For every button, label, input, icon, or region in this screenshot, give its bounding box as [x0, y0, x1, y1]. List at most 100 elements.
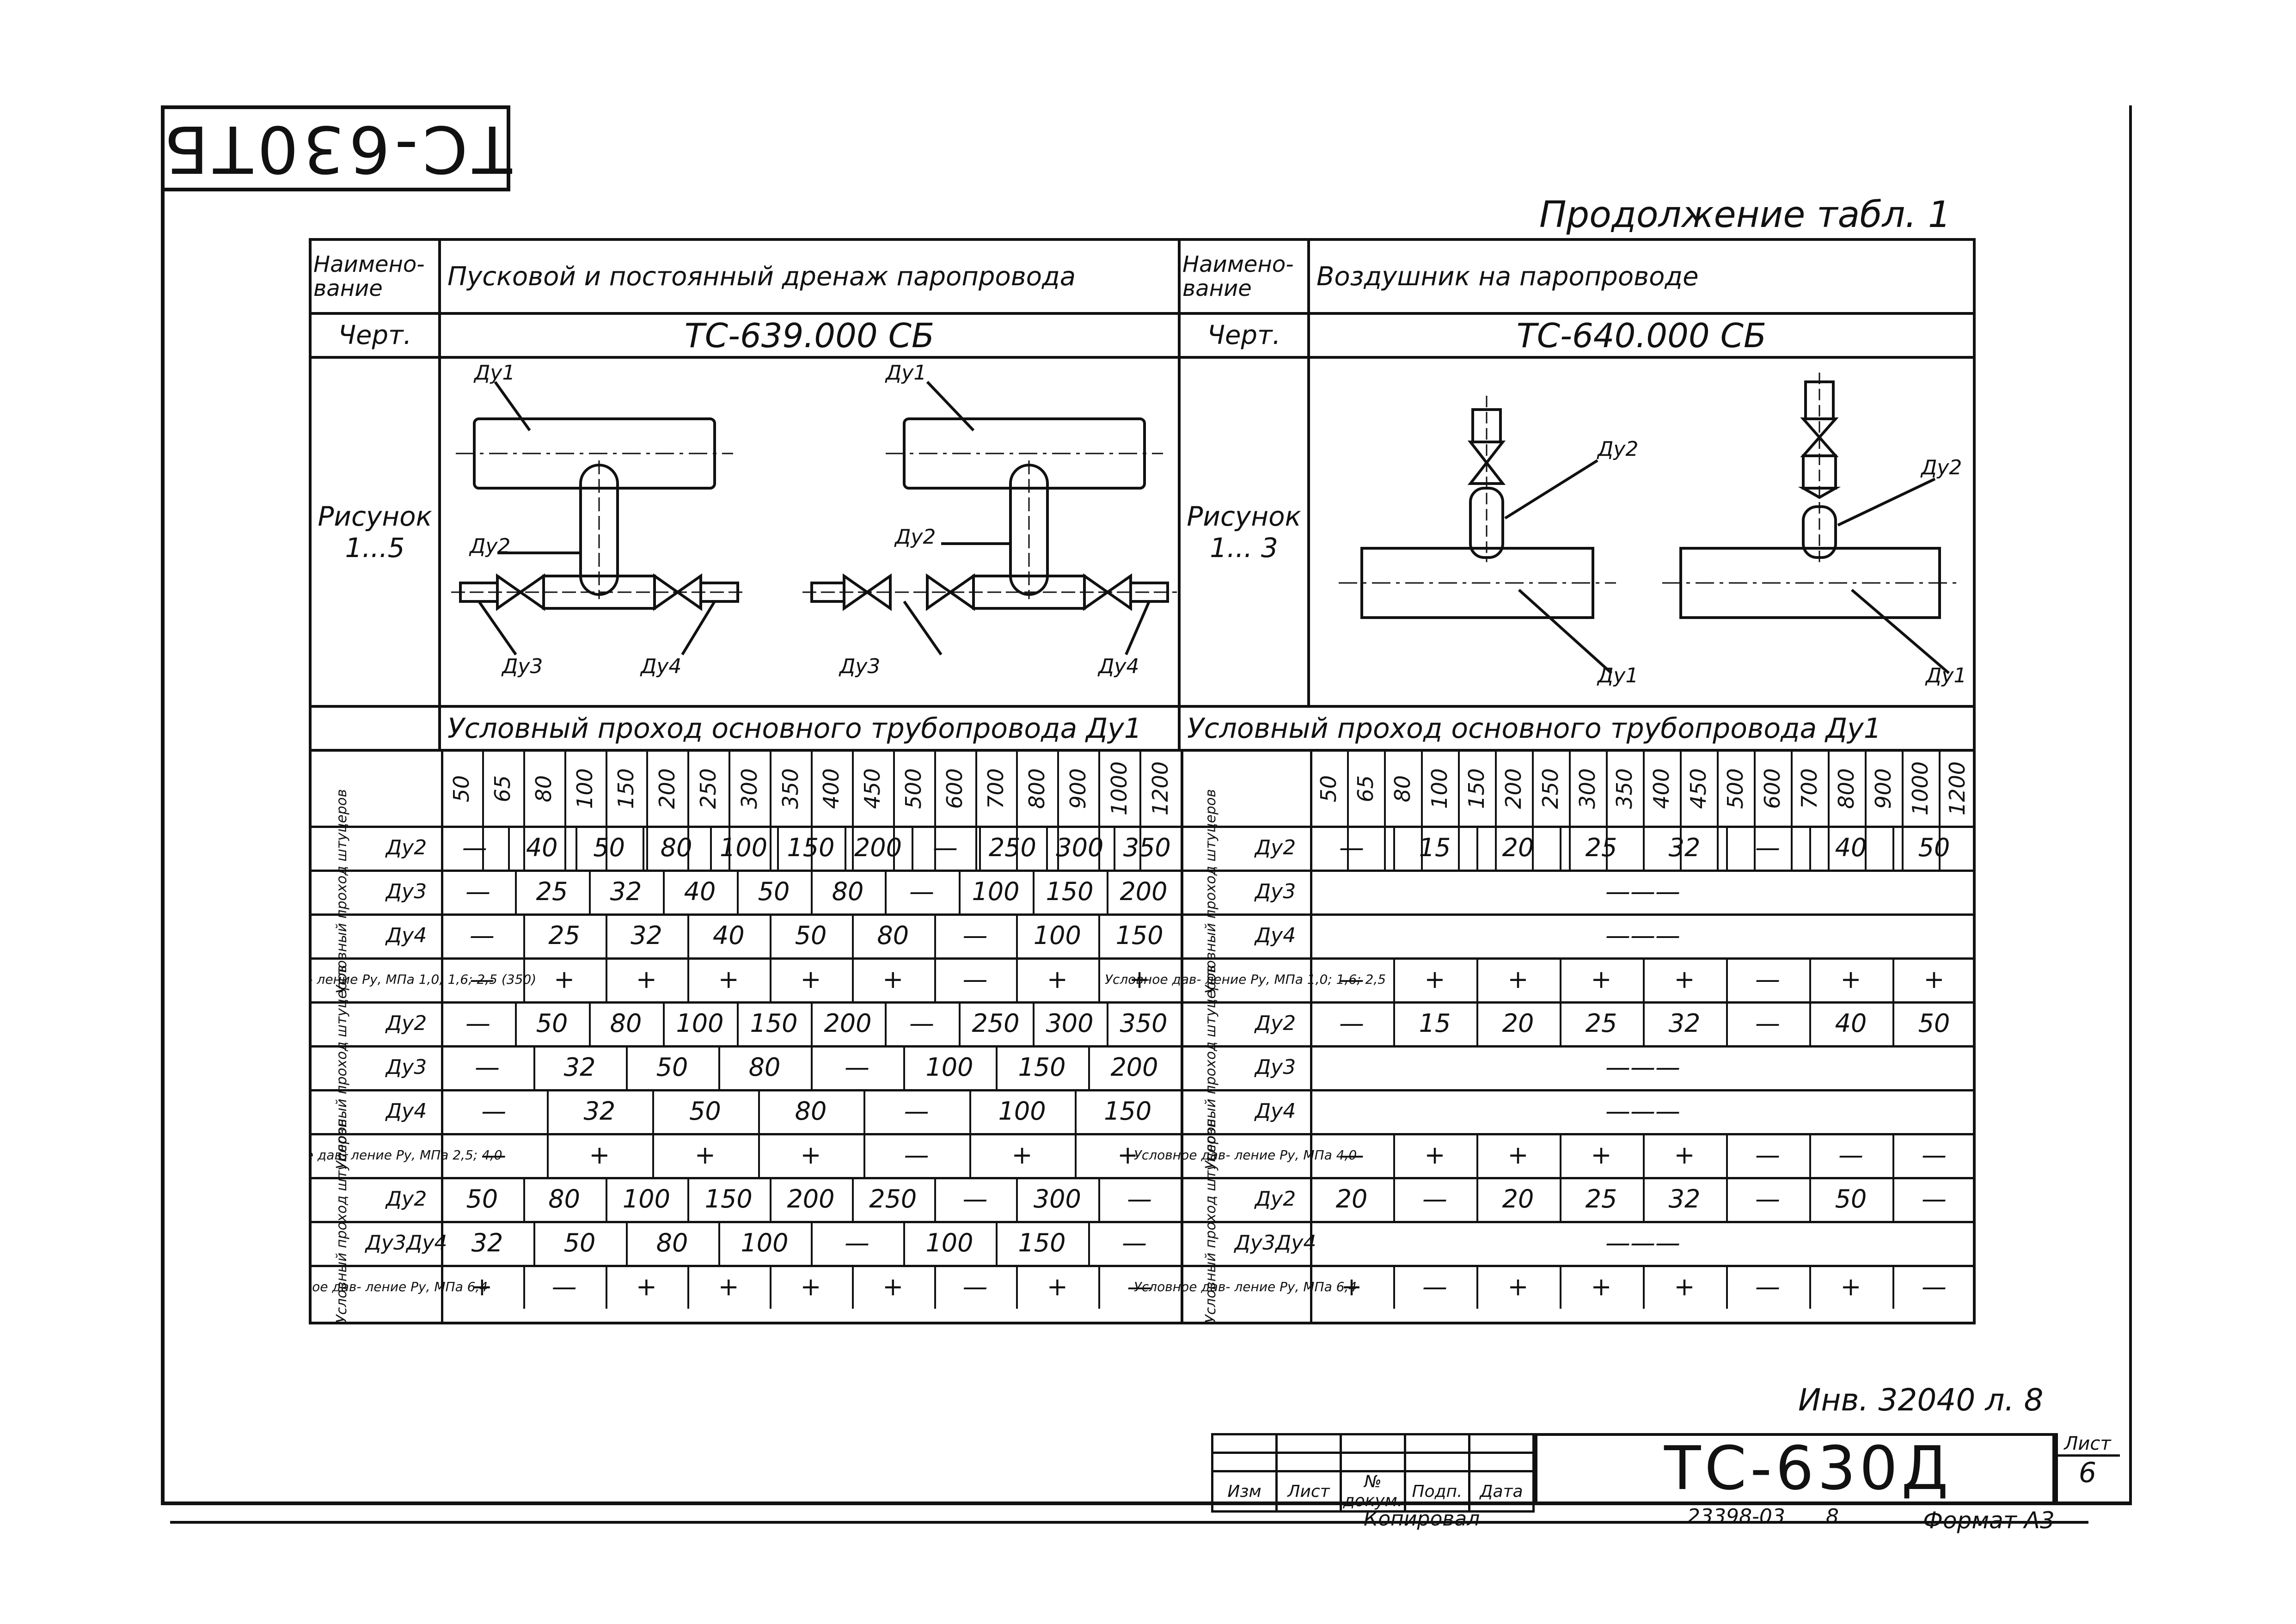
- value-divider: [811, 1001, 813, 1045]
- value-cell: 100: [972, 877, 1020, 906]
- value-divider: [546, 1133, 549, 1177]
- value-divider: [1643, 1133, 1645, 1177]
- value-cell: +: [1507, 965, 1529, 994]
- diameter-tick: [851, 753, 854, 870]
- diameter-right: 200: [1495, 753, 1532, 826]
- value-cell: +: [718, 1272, 739, 1301]
- value-divider: [770, 913, 772, 957]
- row-label-left: Ду4: [386, 924, 427, 947]
- row-label-right: Ду3: [1255, 1055, 1296, 1079]
- diameter-tick: [975, 753, 977, 870]
- diameter-right: 250: [1532, 753, 1569, 826]
- value-divider: [687, 1265, 690, 1309]
- value-divider: [851, 1265, 854, 1309]
- row-divider: [313, 1045, 1971, 1048]
- group-label: Условный проход штуцеров: [333, 789, 350, 994]
- diameter-tick: [1310, 753, 1312, 870]
- value-divider: [1892, 1177, 1894, 1221]
- value-cell: —: [1755, 833, 1780, 862]
- value-cell: —: [962, 965, 988, 994]
- svg-text:Ду2: Ду2: [469, 534, 510, 558]
- row-label-left: Условное дав- ление Ру, МПа 6,4: [312, 1279, 488, 1294]
- value-divider: [959, 1001, 961, 1045]
- value-divider: [863, 1133, 866, 1177]
- value-divider: [533, 1221, 535, 1265]
- value-cell: 150: [704, 1184, 753, 1213]
- diameter-right: 800: [1828, 753, 1865, 826]
- title-block-box: [1535, 1433, 2058, 1505]
- diameter-right: 400: [1643, 753, 1680, 826]
- picture-label-left: Рисунок 1...5: [309, 356, 441, 708]
- diameter-tick: [1902, 753, 1904, 870]
- diameter-left: 900: [1057, 753, 1098, 826]
- value-cell: —: [845, 1053, 869, 1082]
- value-divider: [1113, 826, 1115, 870]
- value-cell: 80: [877, 921, 909, 950]
- value-divider: [996, 1045, 998, 1089]
- value-cell: 32: [1668, 1184, 1701, 1213]
- value-divider: [851, 957, 854, 1001]
- value-cell: —: [465, 1009, 490, 1038]
- value-divider: [1098, 913, 1101, 957]
- diameter-left: 250: [687, 753, 729, 826]
- diameter-tick: [687, 753, 690, 870]
- inventory-note: Инв. 32040 л. 8: [1798, 1382, 2044, 1418]
- row-divider: [313, 1265, 1971, 1267]
- value-cell: 25: [1585, 1184, 1617, 1213]
- value-cell: +: [1591, 965, 1612, 994]
- value-cell: 200: [824, 1009, 872, 1038]
- value-cell: —: [1755, 965, 1780, 994]
- value-divider: [1393, 1133, 1395, 1177]
- row-label-left: Ду3: [386, 1055, 427, 1079]
- diameter-left: 100: [564, 753, 606, 826]
- value-divider: [605, 913, 607, 957]
- row-label-right: Условное дав- ление Ру, МПа 4,0: [1133, 1147, 1357, 1163]
- diameter-label: 400: [819, 768, 844, 809]
- value-divider: [626, 1045, 628, 1089]
- diameter-label: 700: [1797, 768, 1822, 809]
- diameter-left: 150: [606, 753, 647, 826]
- value-cell: 350: [1123, 833, 1171, 862]
- value-cell: —: [1755, 1272, 1780, 1301]
- diameter-label: 800: [1834, 768, 1859, 809]
- diameter-label: 80: [1390, 775, 1415, 803]
- value-cell: +: [471, 1272, 493, 1301]
- value-divider: [1809, 1133, 1811, 1177]
- value-cell: —: [932, 833, 958, 862]
- row-label-right: Ду2: [1255, 1187, 1296, 1211]
- value-divider: [1560, 957, 1561, 1001]
- value-divider: [1107, 870, 1108, 913]
- value-divider: [652, 1089, 655, 1133]
- value-dash: ———: [1605, 921, 1680, 950]
- value-divider: [1088, 1221, 1090, 1265]
- value-cell: —: [1339, 1009, 1364, 1038]
- value-cell: +: [1424, 965, 1445, 994]
- value-cell: —: [1922, 1184, 1947, 1213]
- value-divider: [979, 826, 981, 870]
- value-cell: +: [1424, 1140, 1445, 1170]
- value-cell: 300: [1033, 1184, 1081, 1213]
- tb-col-izm: Изм: [1211, 1470, 1278, 1513]
- value-cell: 50: [1835, 1184, 1867, 1213]
- fittings-group-label: Условный проход штуцеров: [1181, 1119, 1241, 1320]
- value-cell: —: [904, 1097, 929, 1126]
- value-cell: 50: [536, 1009, 568, 1038]
- value-cell: +: [1840, 1272, 1861, 1301]
- bottom-line: [170, 1521, 2088, 1524]
- diameter-label: 250: [695, 768, 721, 809]
- value-cell: +: [800, 1272, 821, 1301]
- left-drawing-cell: Ду1 Ду2 Ду3 Ду4 Ду1 Ду2 Ду3 Ду4: [438, 356, 1181, 708]
- value-divider: [710, 826, 712, 870]
- value-divider: [1476, 1001, 1478, 1045]
- diameter-label: 500: [901, 768, 926, 809]
- diameter-label: 350: [1612, 768, 1637, 809]
- value-divider: [515, 870, 517, 913]
- svg-text:Ду2: Ду2: [1920, 456, 1962, 479]
- svg-text:Ду4: Ду4: [640, 655, 681, 678]
- value-divider: [1643, 826, 1645, 870]
- diameter-label: 150: [1464, 768, 1489, 809]
- outer-frame: [161, 105, 2132, 1505]
- value-cell: 50: [689, 1097, 721, 1126]
